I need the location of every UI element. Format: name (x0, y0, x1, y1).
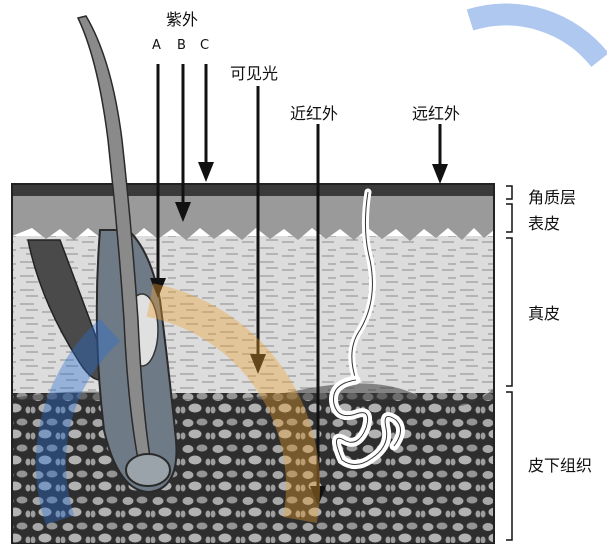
epidermis-layer (12, 196, 494, 241)
watermark-arc-top-blue (470, 14, 600, 60)
hair-bulb (126, 454, 170, 486)
near-infrared-label: 近红外 (290, 100, 338, 124)
stratum-corneum (12, 184, 494, 196)
bracket-dermis (506, 238, 512, 386)
uvb-label: B (177, 38, 186, 53)
layer-brackets (506, 186, 512, 540)
bracket-stratum-corneum (506, 186, 512, 199)
uva-label: A (152, 38, 161, 53)
uv-title-label: 紫外 (166, 6, 198, 30)
subcutis-label: 皮下组织 (528, 452, 592, 476)
far-infrared-label: 远红外 (412, 100, 460, 124)
stratum-corneum-label: 角质层 (528, 184, 576, 208)
far-ir-arrowhead (432, 164, 448, 184)
dermis-label: 真皮 (528, 300, 560, 324)
epidermis-label: 表皮 (528, 210, 560, 234)
uvc-arrowhead (198, 162, 214, 182)
uvc-label: C (200, 38, 209, 53)
visible-light-label: 可见光 (230, 60, 278, 84)
bracket-subcutis (506, 392, 512, 540)
subcutaneous-layer (12, 393, 494, 544)
bracket-epidermis (506, 204, 512, 232)
